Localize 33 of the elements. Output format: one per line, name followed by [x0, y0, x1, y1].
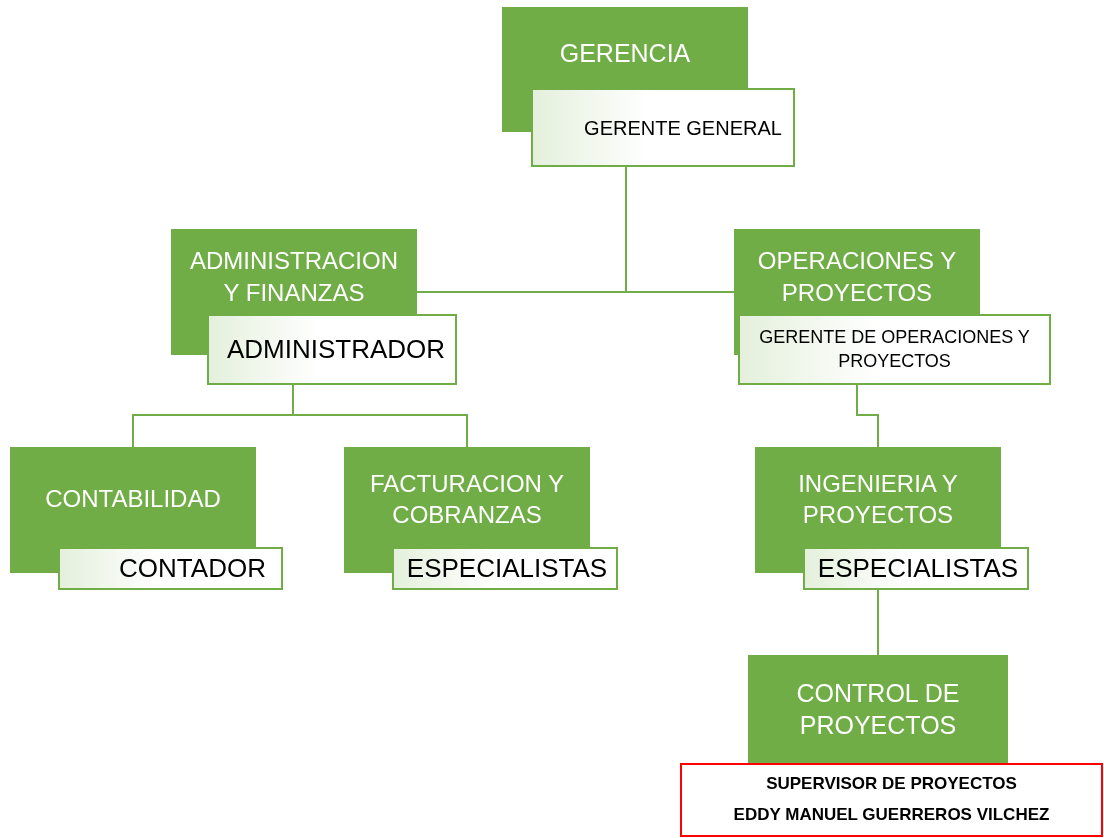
role-box — [207, 314, 457, 385]
role-title: ADMINISTRADOR — [226, 332, 446, 366]
role-title: ESPECIALISTAS — [817, 551, 1019, 585]
role-box — [392, 547, 618, 590]
role-box — [58, 547, 283, 590]
department-name: ADMINISTRACION Y FINANZAS — [189, 246, 399, 308]
role-box — [803, 547, 1029, 590]
connector-line — [856, 384, 879, 448]
connector-line — [625, 166, 735, 293]
role-title: GERENTE DE OPERACIONES Y PROYECTOS — [758, 326, 1031, 373]
role-title: CONTADOR — [119, 551, 266, 585]
connector-line — [292, 384, 468, 448]
role-title: SUPERVISOR DE PROYECTOS — [766, 773, 1017, 796]
department-box — [502, 7, 748, 88]
role-box — [531, 88, 795, 167]
connector-line — [877, 589, 879, 656]
department-box — [171, 229, 417, 314]
role-box — [738, 314, 1051, 385]
department-box — [344, 447, 590, 547]
person-name: EDDY MANUEL GUERREROS VILCHEZ — [733, 804, 1050, 827]
department-name: GERENCIA — [559, 38, 691, 70]
role-title: ESPECIALISTAS — [406, 551, 608, 585]
department-box — [755, 447, 1001, 547]
department-box — [10, 447, 256, 547]
department-name: OPERACIONES Y PROYECTOS — [756, 246, 958, 308]
department-box — [748, 655, 1008, 763]
department-name: CONTROL DE PROYECTOS — [795, 677, 961, 741]
department-name: INGENIERIA Y PROYECTOS — [797, 468, 959, 530]
department-name: FACTURACION Y COBRANZAS — [368, 468, 566, 530]
department-name: CONTABILIDAD — [45, 484, 221, 515]
department-box — [734, 229, 980, 314]
role-title: GERENTE GENERAL — [584, 115, 782, 141]
role-box — [680, 763, 1103, 837]
